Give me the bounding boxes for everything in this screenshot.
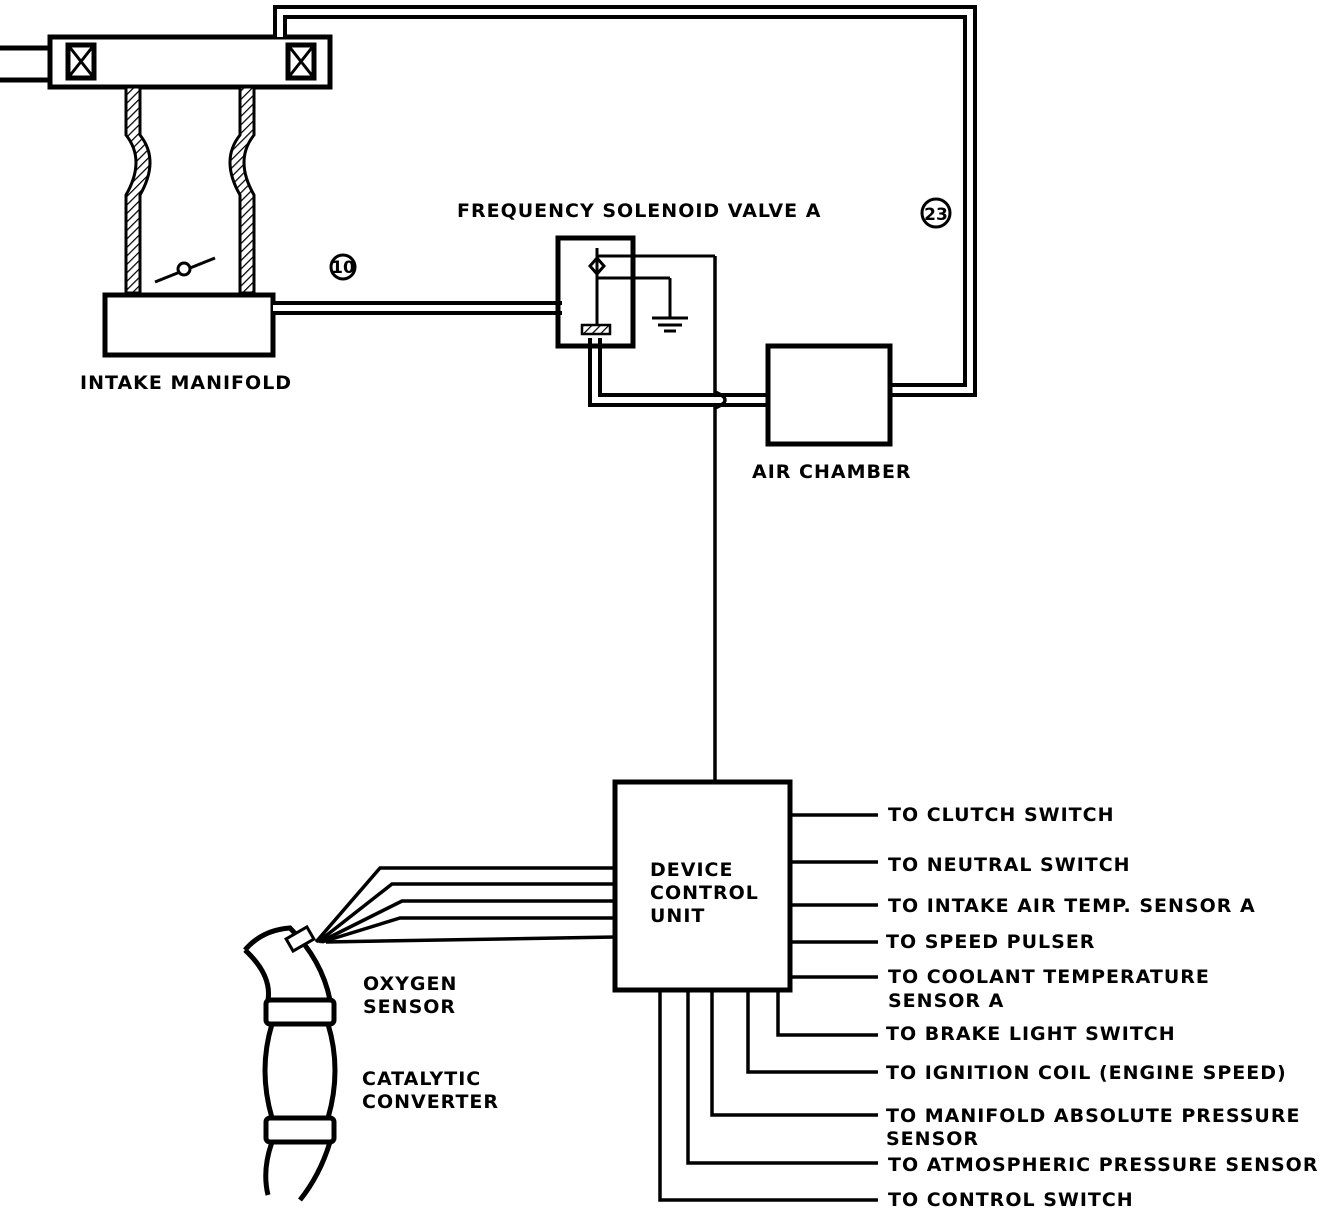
exhaust-assembly: OXYGEN SENSOR CATALYTIC CONVERTER [243, 924, 499, 1202]
connection-coolant-temp-sensor-line-1: TO COOLANT TEMPERATURE [888, 966, 1210, 988]
connection-map-sensor-line-1: TO MANIFOLD ABSOLUTE PRESSURE [886, 1105, 1300, 1127]
oxygen-sensor-icon [284, 924, 316, 954]
catalytic-converter-label-line-1: CATALYTIC [362, 1068, 481, 1090]
frequency-solenoid-valve: FREQUENCY SOLENOID VALVE A [457, 200, 821, 349]
intake-manifold: INTAKE MANIFOLD [0, 34, 333, 394]
connection-brake-light-switch: TO BRAKE LIGHT SWITCH [886, 1023, 1176, 1045]
catalytic-converter-label-line-2: CONVERTER [362, 1091, 499, 1113]
connection-clutch-switch: TO CLUTCH SWITCH [888, 804, 1114, 826]
solenoid-valve-label: FREQUENCY SOLENOID VALVE A [457, 200, 821, 222]
filter-right-icon [285, 42, 317, 81]
oxygen-sensor-label-line-1: OXYGEN [363, 973, 457, 995]
filter-left-icon [65, 42, 97, 81]
connection-atmospheric-pressure-sensor: TO ATMOSPHERIC PRESSURE SENSOR [888, 1154, 1318, 1176]
connection-map-sensor-line-2: SENSOR [886, 1128, 979, 1150]
intake-manifold-label: INTAKE MANIFOLD [80, 372, 292, 394]
connection-intake-air-temp-sensor: TO INTAKE AIR TEMP. SENSOR A [888, 895, 1256, 917]
ground-icon [652, 278, 688, 333]
right-connections: TO CLUTCH SWITCH TO NEUTRAL SWITCH TO IN… [790, 804, 1256, 1012]
throttle-wall-left [124, 85, 152, 295]
connection-speed-pulser: TO SPEED PULSER [886, 931, 1095, 953]
throttle-plate-icon [154, 256, 216, 284]
hose-number-10: 10 [331, 258, 355, 278]
air-chamber-label: AIR CHAMBER [752, 461, 912, 483]
dcu-label-line-3: UNIT [650, 905, 705, 927]
connection-ignition-coil: TO IGNITION COIL (ENGINE SPEED) [886, 1062, 1287, 1084]
connection-control-switch: TO CONTROL SWITCH [888, 1189, 1134, 1210]
throttle-wall-right [228, 85, 256, 295]
hose-number-23: 23 [924, 205, 948, 225]
bottom-connections: TO BRAKE LIGHT SWITCH TO IGNITION COIL (… [658, 990, 1318, 1210]
oxygen-sensor-label-line-2: SENSOR [363, 996, 456, 1018]
connection-coolant-temp-sensor-line-2: SENSOR A [888, 990, 1004, 1012]
solenoid-signal-wire [713, 256, 727, 782]
air-chamber: AIR CHAMBER [752, 343, 912, 483]
dcu-label-line-2: CONTROL [650, 882, 759, 904]
device-control-unit: DEVICE CONTROL UNIT [612, 779, 793, 993]
connection-neutral-switch: TO NEUTRAL SWITCH [888, 854, 1131, 876]
oxygen-sensor-wires [314, 866, 616, 944]
dcu-label-line-1: DEVICE [650, 859, 733, 881]
vacuum-hoses: 10 23 [273, 5, 977, 407]
